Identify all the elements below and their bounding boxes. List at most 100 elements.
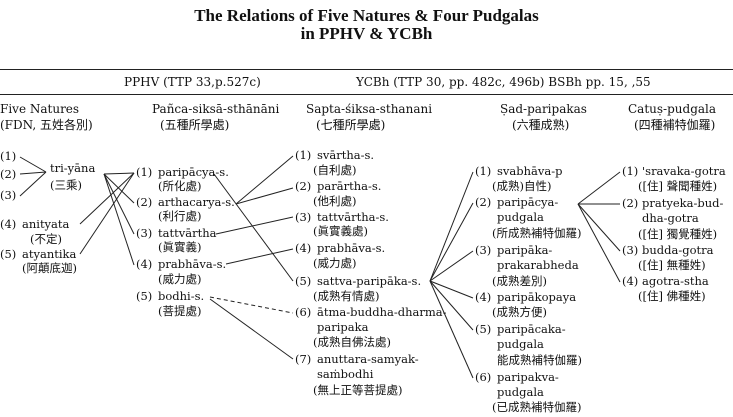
edge-sapta5-sad5: [429, 280, 474, 331]
sad-6-cn: (已成熟補特伽羅): [492, 400, 582, 414]
sapta-7-name2: saṁbodhi: [317, 367, 374, 381]
panca-4-num: (4): [136, 257, 153, 271]
sad-1-num: (1): [475, 164, 492, 178]
edge-triyana-panca4: [103, 173, 135, 266]
sad-5-num: (5): [475, 322, 492, 336]
col-panca-title: Pañca-siksā-sthānāni: [152, 102, 280, 116]
sapta-6-name: ātma-buddha-dharma-: [317, 305, 447, 319]
panca-4-cn: (威力處): [158, 272, 202, 286]
sad-5-name2: pudgala: [497, 337, 544, 351]
sapta-5-num: (5): [295, 274, 312, 288]
sad-6-name: paripakva-: [497, 370, 559, 384]
panca-1-cn: (所化處): [158, 179, 202, 193]
catus-4-num: (4): [622, 274, 639, 288]
sad-4-cn: (成熟方便): [492, 305, 547, 319]
sad-2-name: paripācya-: [497, 195, 559, 209]
sapta-4-num: (4): [295, 241, 312, 255]
sapta-6-num: (6): [295, 305, 312, 319]
edge-sapta5-sad4: [429, 280, 474, 299]
sad-6-name2: pudgala: [497, 385, 544, 399]
col-sapta-subtitle: (七種所學處): [316, 118, 386, 132]
catus-1-name: 'sravaka-gotra: [642, 164, 726, 178]
sapta-3-num: (3): [295, 210, 312, 224]
sapta-1-num: (1): [295, 148, 312, 162]
sad-3-name2: prakarabheda: [497, 258, 579, 272]
panca-3-cn: (眞實義): [158, 240, 202, 254]
nature-anityata: anityata: [22, 217, 70, 231]
sad-6-num: (6): [475, 370, 492, 384]
nature-triyana: tri-yāna: [50, 161, 96, 175]
panca-2-num: (2): [136, 195, 153, 209]
edge-sapta5-sad3: [429, 250, 474, 282]
sapta-1-name: svārtha-s.: [317, 148, 375, 162]
col-sad-subtitle: (六種成熟): [512, 118, 570, 132]
catus-2-name: pratyeka-bud-: [642, 196, 724, 210]
panca-2-cn: (利行處): [158, 209, 202, 223]
edge-triyana-panca2: [103, 173, 135, 204]
edge-triyana-panca3: [103, 173, 135, 235]
nature-triyana-cn: (三乘): [50, 178, 82, 192]
ycbh-source: YCBh (TTP 30, pp. 482c, 496b) BSBh pp. 1…: [356, 75, 651, 89]
col-panca-subtitle: (五種所學處): [160, 118, 230, 132]
sapta-7-num: (7): [295, 352, 312, 366]
catus-3-num: (3): [622, 243, 639, 257]
edge-panca5-sapta6-dashed: [209, 296, 294, 314]
catus-3-name: budda-gotra: [642, 243, 714, 257]
sad-2-cn: (所成熟補特伽羅): [492, 226, 582, 240]
catus-1-cn: ([住] 聲聞種姓): [638, 179, 718, 193]
catus-2-num: (2): [622, 196, 639, 210]
col-five-natures-subtitle: (FDN, 五姓各別): [0, 118, 93, 132]
nature-atyantika: atyantika: [22, 247, 77, 261]
col-catus-subtitle: (四種補特伽羅): [634, 118, 716, 132]
catus-2-name2: dha-gotra: [642, 211, 699, 225]
sad-5-name: paripācaka-: [497, 322, 566, 336]
col-sad-title: Ṣad-paripakas: [500, 102, 587, 116]
edge-panca2-sapta1: [235, 155, 294, 205]
edge-sapta5-sad6: [429, 280, 474, 379]
sapta-4-name: prabhāva-s.: [317, 241, 386, 255]
catus-2-cn: ([住] 獨覺種姓): [638, 227, 718, 241]
edge-panca3-sapta3: [215, 216, 294, 235]
diagram-title-line1: The Relations of Five Natures & Four Pud…: [194, 6, 539, 25]
sapta-5-cn: (成熟有情處): [313, 289, 380, 303]
edge-panca2-sapta2: [235, 187, 294, 205]
panca-4-name: prabhāva-s.: [158, 257, 227, 271]
nature-atyantika-cn: (阿顛底迦): [22, 261, 77, 275]
nature-4-num: (4): [0, 217, 17, 231]
edge-n1-triyana: [19, 156, 47, 173]
header-rule-bottom: [0, 94, 733, 95]
catus-4-name: agotra-stha: [642, 274, 709, 288]
panca-3-num: (3): [136, 226, 153, 240]
edge-n3-triyana: [19, 171, 47, 197]
edge-panca5-sapta7: [209, 298, 294, 360]
sad-5-cn: 能成熟補特伽羅): [497, 353, 582, 367]
sapta-4-cn: (威力處): [313, 256, 357, 270]
nature-1-num: (1): [0, 149, 17, 163]
panca-1-name: paripācya-s.: [158, 165, 229, 179]
sapta-7-name: anuttara-samyak-: [317, 352, 419, 366]
edge-anityata-panca1: [79, 172, 135, 225]
sad-1-name: svabhāva-p: [497, 164, 563, 178]
panca-2-name: arthacarya-s.: [158, 195, 235, 209]
edge-sapta5-sad2: [429, 202, 474, 282]
col-catus-title: Catuṣ-pudgala: [628, 102, 717, 116]
sapta-2-name: parārtha-s.: [317, 179, 382, 193]
sad-2-num: (2): [475, 195, 492, 209]
col-sapta-title: Sapta-śiksa-sthanani: [306, 102, 433, 116]
sapta-2-cn: (他利處): [313, 194, 357, 208]
sapta-6-name2: paripaka: [317, 320, 369, 334]
panca-1-num: (1): [136, 165, 153, 179]
nature-5-num: (5): [0, 247, 17, 261]
panca-5-name: bodhi-s.: [158, 289, 205, 303]
pphv-source: PPHV (TTP 33,p.527c): [124, 75, 261, 89]
nature-anityata-cn: (不定): [30, 232, 62, 246]
panca-5-num: (5): [136, 289, 153, 303]
sad-3-name: paripāka-: [497, 243, 553, 257]
edge-n2-triyana: [19, 171, 47, 175]
sapta-6-cn: (成熟自佛法處): [313, 335, 391, 349]
sad-4-name: paripākopaya: [497, 290, 577, 304]
nature-2-num: (2): [0, 167, 17, 181]
sad-1-cn: (成熟)自性): [492, 179, 552, 193]
edge-sad2-catus3: [577, 203, 621, 252]
